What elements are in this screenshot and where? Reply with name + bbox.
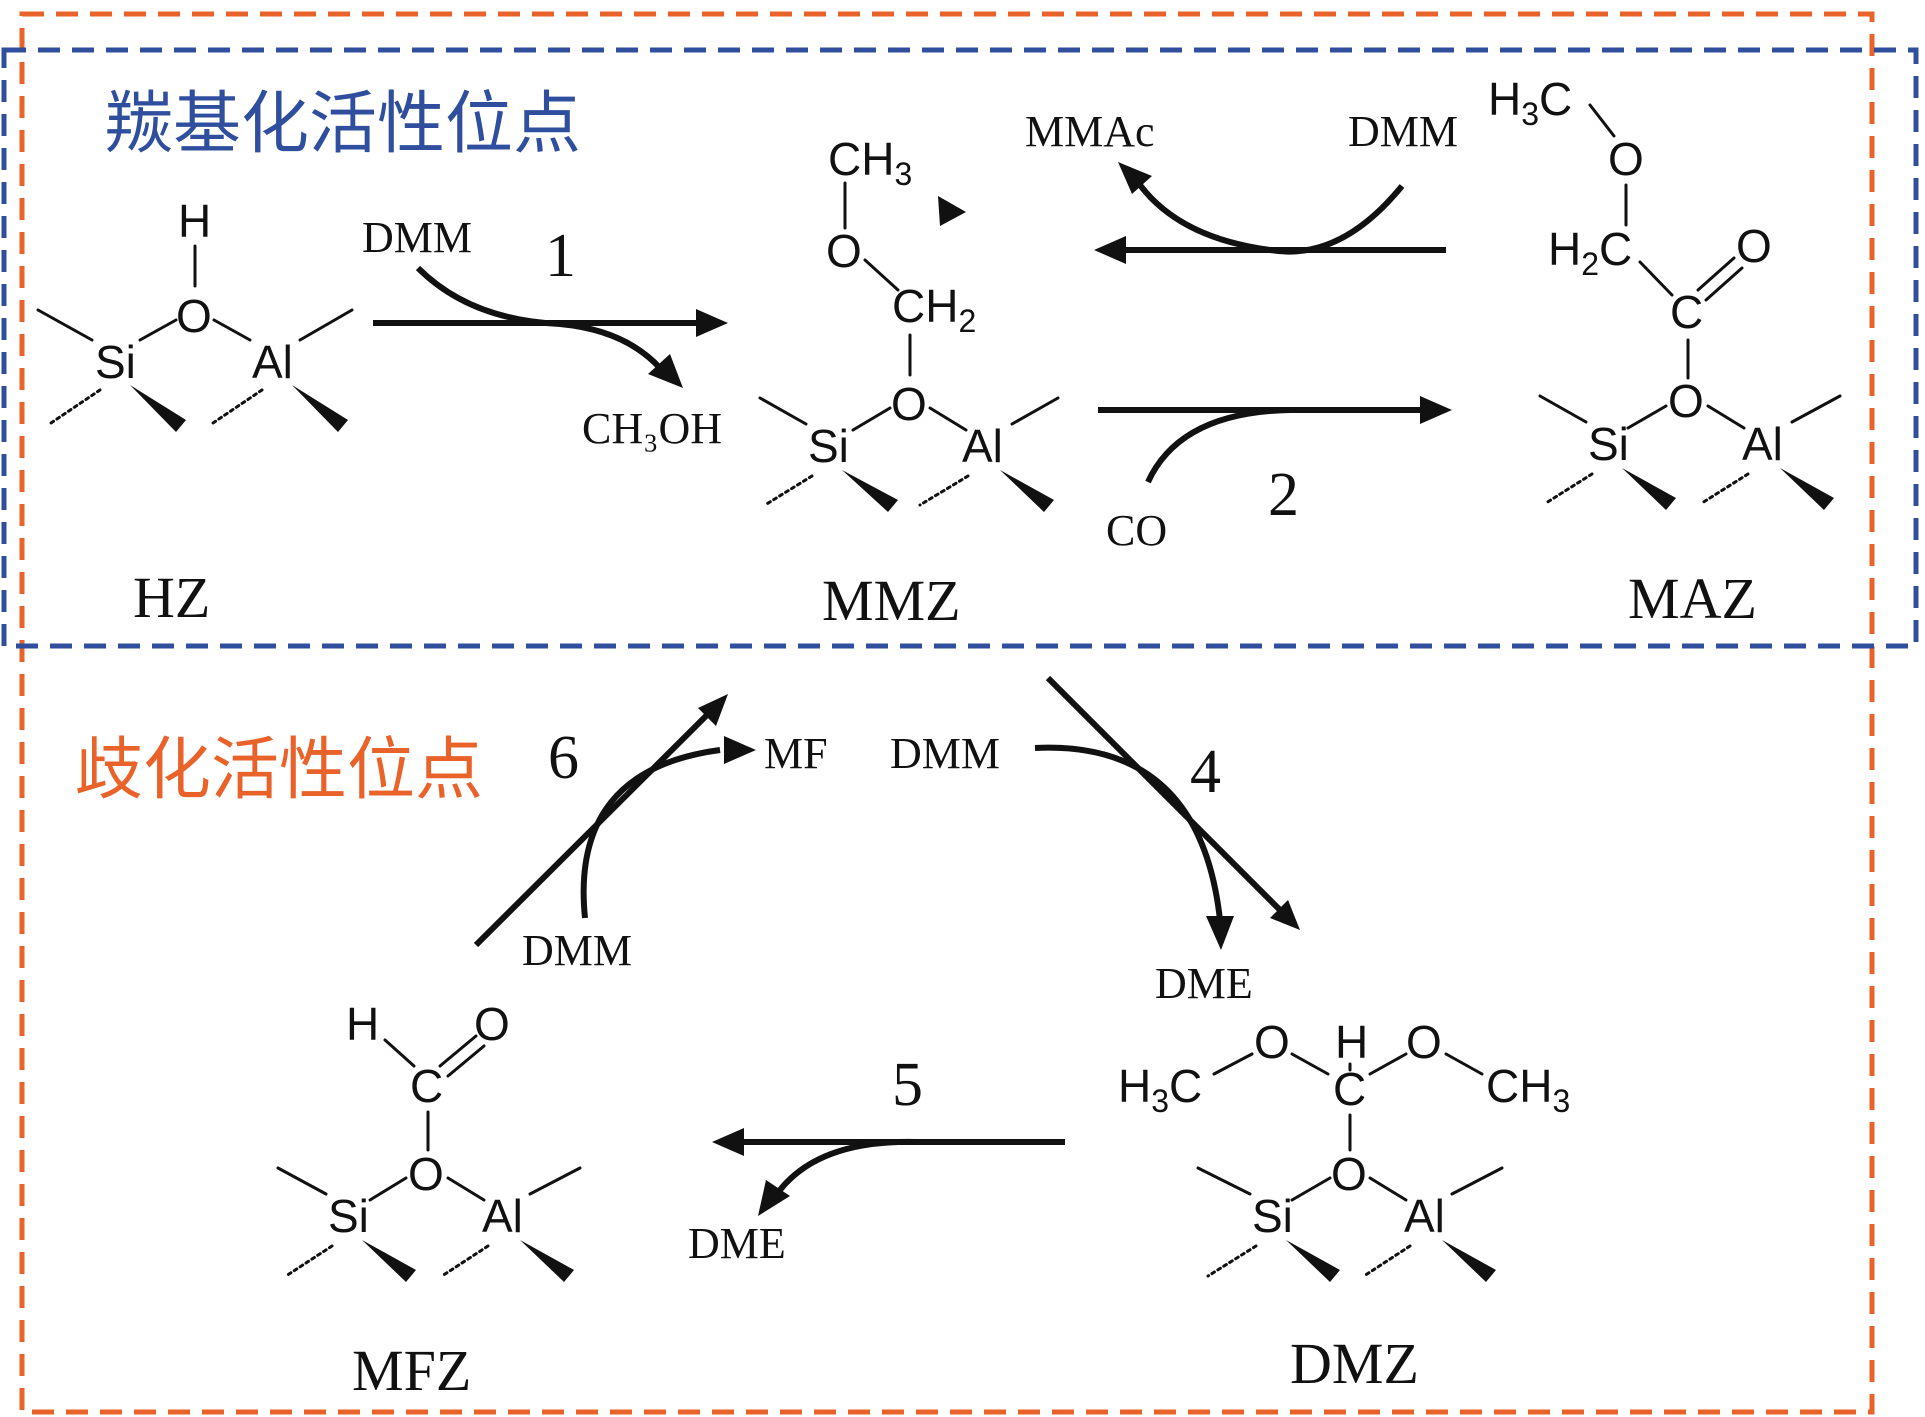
atom-al: Al xyxy=(962,420,1003,472)
svg-text:H3C: H3C xyxy=(1488,73,1572,132)
step-4-arrow xyxy=(1034,675,1300,950)
atom-h2c: H xyxy=(1548,223,1581,275)
atom-al: Al xyxy=(1404,1190,1445,1242)
atom-c: C xyxy=(1169,1060,1202,1112)
atom-si: Si xyxy=(95,336,136,388)
subscript-3: 3 xyxy=(1151,1083,1169,1119)
product-mmac: MMAc xyxy=(1025,107,1155,156)
maz-label: MAZ xyxy=(1628,566,1757,631)
svg-text:CH3: CH3 xyxy=(1486,1060,1570,1119)
atom-o: O xyxy=(176,290,212,342)
subscript-3: 3 xyxy=(1552,1083,1570,1119)
atom-h: H xyxy=(178,195,211,247)
step-6-arrow xyxy=(473,694,756,948)
atom-o: O xyxy=(408,1148,444,1200)
atom-o: O xyxy=(1668,375,1704,427)
reagent-dmm-step6: DMM xyxy=(522,926,632,975)
reagent-co: CO xyxy=(1106,506,1167,555)
atom-ch3: CH xyxy=(828,133,894,185)
step-5-arrow xyxy=(712,1128,1065,1216)
atom-h3c: H xyxy=(1118,1060,1151,1112)
subscript-3: 3 xyxy=(894,156,912,192)
atom-o: O xyxy=(1331,1148,1367,1200)
atom-h: H xyxy=(1335,1016,1368,1068)
small-triangle-marker xyxy=(938,196,966,226)
mfz-label: MFZ xyxy=(352,1338,471,1403)
step-5-number: 5 xyxy=(892,1051,923,1119)
atom-o: O xyxy=(826,225,862,277)
product-dme-step4: DME xyxy=(1155,959,1253,1008)
svg-text:CH3: CH3 xyxy=(828,133,912,192)
atom-c: C xyxy=(410,1060,443,1112)
carbonylation-region-title: 羰基化活性位点 xyxy=(105,86,581,162)
step-6-number: 6 xyxy=(548,724,579,792)
subscript-2: 2 xyxy=(958,303,976,339)
step-2-arrow xyxy=(1098,396,1452,484)
step-1-number: 1 xyxy=(545,222,576,290)
mmz-structure: CH3 O CH2 O Si Al xyxy=(758,133,1060,512)
atom-o: O xyxy=(891,378,927,430)
reagent-dmm-step3: DMM xyxy=(1348,107,1458,156)
subscript-2: 2 xyxy=(1581,246,1599,282)
dmz-label: DMZ xyxy=(1290,1331,1419,1396)
product-dme-step5: DME xyxy=(688,1219,786,1268)
reagent-dmm-step4: DMM xyxy=(890,729,1000,778)
step-2-number: 2 xyxy=(1268,461,1299,529)
product-mf: MF xyxy=(764,729,828,778)
carbonylation-region-box xyxy=(1,47,1919,649)
atom-al: Al xyxy=(1742,418,1783,470)
mfz-structure: H C O O Si Al xyxy=(276,998,582,1282)
atom-o: O xyxy=(1736,220,1772,272)
reagent-dmm-step1: DMM xyxy=(362,213,472,262)
product-ch3oh: CH₃OH xyxy=(582,404,722,453)
dmz-structure: H3C O H C O CH3 O Si Al xyxy=(1118,1016,1570,1282)
svg-text:H2C: H2C xyxy=(1548,223,1632,282)
svg-text:CH2: CH2 xyxy=(892,280,976,339)
hz-structure: H O Si Al xyxy=(36,195,354,432)
atom-o: O xyxy=(1406,1016,1442,1068)
isomerization-region-title: 歧化活性位点 xyxy=(75,732,483,808)
maz-structure: H3C O H2C C O O Si Al xyxy=(1488,73,1842,510)
atom-c: C xyxy=(1539,73,1572,125)
atom-c: C xyxy=(1333,1063,1366,1115)
atom-c: C xyxy=(1670,286,1703,338)
atom-al: Al xyxy=(252,336,293,388)
atom-o: O xyxy=(474,998,510,1050)
hz-label: HZ xyxy=(133,565,210,630)
atom-si: Si xyxy=(808,420,849,472)
svg-text:H3C: H3C xyxy=(1118,1060,1202,1119)
step-3-arrow xyxy=(1094,162,1446,264)
subscript-3: 3 xyxy=(1521,96,1539,132)
atom-h3c: H xyxy=(1488,73,1521,125)
atom-si: Si xyxy=(1588,418,1629,470)
atom-ch2: CH xyxy=(892,280,958,332)
isomerization-region-box xyxy=(19,11,1875,1415)
step-4-number: 4 xyxy=(1190,738,1221,806)
atom-si: Si xyxy=(328,1190,369,1242)
step-1-arrow xyxy=(373,265,728,388)
atom-h: H xyxy=(346,998,379,1050)
atom-al: Al xyxy=(482,1190,523,1242)
atom-si: Si xyxy=(1252,1190,1293,1242)
atom-c: C xyxy=(1599,223,1632,275)
atom-o: O xyxy=(1608,133,1644,185)
atom-o: O xyxy=(1254,1016,1290,1068)
atom-ch3: CH xyxy=(1486,1060,1552,1112)
mmz-label: MMZ xyxy=(822,568,961,633)
